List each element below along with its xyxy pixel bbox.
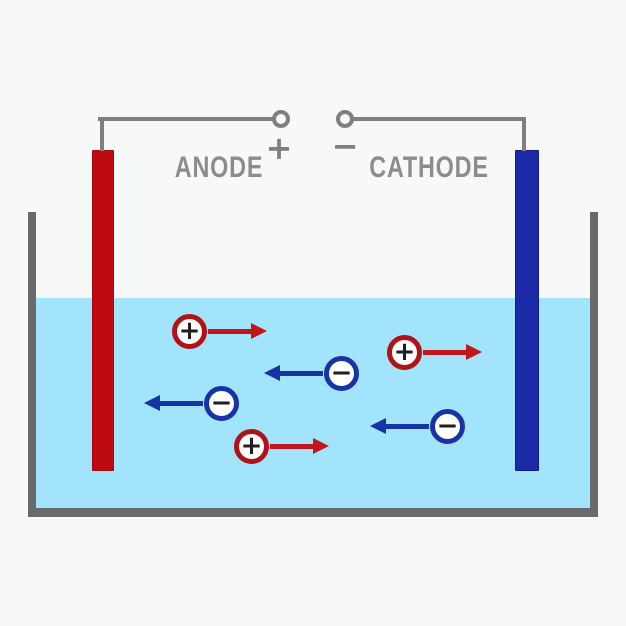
- migration-arrow-right: [208, 329, 252, 334]
- arrow-head-right-icon: [466, 344, 482, 360]
- negative-ion-circle: −: [324, 356, 359, 391]
- cathode-wire-horizontal: [353, 117, 526, 121]
- anode-label: ANODE: [174, 151, 264, 184]
- left-terminal-circle-icon: [272, 110, 290, 128]
- plus-sign-icon: +: [393, 336, 416, 367]
- positive-ion-circle: +: [387, 335, 422, 370]
- anode-electrode: [92, 150, 114, 471]
- arrow-head-left-icon: [370, 418, 386, 434]
- migration-arrow-right: [270, 444, 314, 449]
- migration-arrow-right: [423, 350, 467, 355]
- positive-ion: +: [387, 335, 482, 370]
- plus-sign-icon: +: [240, 430, 263, 461]
- positive-ion-circle: +: [234, 429, 269, 464]
- anode-wire-vertical: [100, 117, 104, 151]
- migration-arrow-left: [279, 371, 323, 376]
- electrolyte-liquid: [36, 298, 590, 508]
- negative-ion: −: [264, 356, 359, 391]
- cathode-electrode: [515, 150, 539, 471]
- minus-sign-icon: −: [330, 357, 353, 388]
- cathode-polarity-sign: −: [331, 127, 359, 165]
- cathode-label: CATHODE: [369, 151, 489, 184]
- anode-wire-horizontal: [98, 117, 273, 121]
- negative-ion-circle: −: [204, 386, 239, 421]
- negative-ion: −: [144, 386, 239, 421]
- minus-sign-icon: −: [210, 387, 233, 418]
- arrow-head-left-icon: [144, 395, 160, 411]
- container-bottom-wall: [28, 508, 598, 517]
- positive-ion: +: [234, 429, 329, 464]
- negative-ion-circle: −: [430, 409, 465, 444]
- arrow-head-right-icon: [313, 438, 329, 454]
- minus-sign-icon: −: [436, 410, 459, 441]
- cathode-wire-vertical: [522, 117, 526, 151]
- negative-ion: −: [370, 409, 465, 444]
- migration-arrow-left: [385, 424, 429, 429]
- anode-polarity-sign: +: [265, 129, 293, 167]
- arrow-head-right-icon: [251, 323, 267, 339]
- arrow-head-left-icon: [264, 365, 280, 381]
- positive-ion-circle: +: [172, 314, 207, 349]
- plus-sign-icon: +: [178, 315, 201, 346]
- container-left-wall: [28, 212, 36, 517]
- positive-ion: +: [172, 314, 267, 349]
- container-right-wall: [590, 212, 598, 517]
- migration-arrow-left: [159, 401, 203, 406]
- right-terminal-circle-icon: [336, 110, 354, 128]
